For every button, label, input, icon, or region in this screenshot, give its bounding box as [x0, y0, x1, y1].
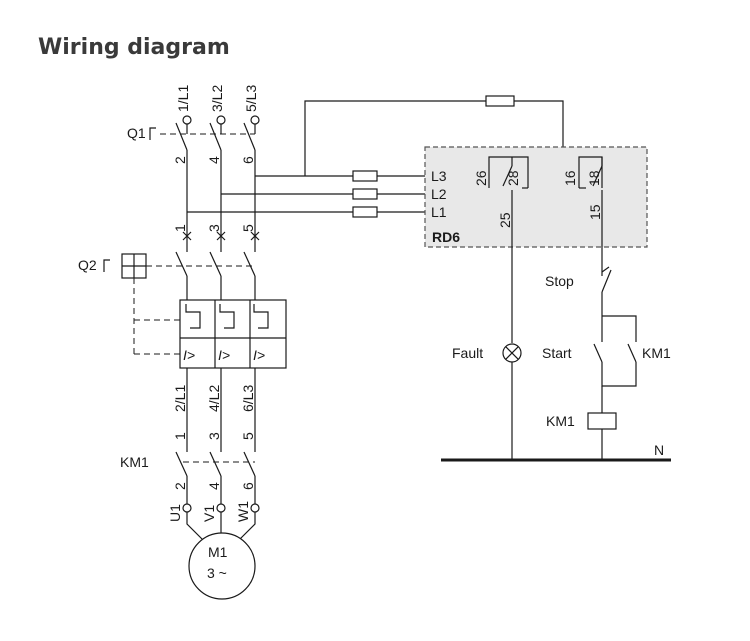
q2-motor-breaker: Q2 I> I> I> [78, 251, 287, 369]
terminal-label-5-l3: 5/L3 [243, 85, 259, 112]
km1-main-contacts: KM1 2 4 6 [120, 451, 256, 504]
q1-main-switch: Q1 2 4 6 [127, 122, 256, 164]
rd6-housing [424, 146, 648, 248]
km1-main-label: KM1 [120, 454, 149, 470]
overload-output-labels: 2/L1 4/L2 6/L3 1 3 5 [172, 385, 256, 440]
motor-terminal-v1: V1 [201, 505, 217, 522]
km1-coil [587, 412, 617, 430]
rd6-pin-25: 25 [497, 212, 513, 228]
q1-pin-2: 2 [172, 156, 188, 164]
motor-terminal-u1: U1 [167, 504, 183, 522]
km1-pin-6: 6 [240, 482, 256, 490]
control-circuit: Fault Stop Start KM1 KM1 N [441, 247, 671, 462]
rd6-pin-26: 26 [473, 170, 489, 186]
terminal-circle-l2 [216, 115, 226, 125]
q2-pin-3: 3 [206, 224, 222, 232]
km1-pin-4: 4 [206, 482, 222, 490]
rd6-relay: L3 L2 L1 RD6 26 28 25 16 18 15 [424, 146, 648, 248]
km1-pin-2: 2 [172, 482, 188, 490]
fuse-control [485, 95, 515, 107]
terminal-label-1-l1: 1/L1 [175, 85, 191, 112]
holding-contact-label: KM1 [642, 345, 671, 361]
rd6-input-l3: L3 [431, 168, 447, 184]
out-label-4-l2: 4/L2 [206, 385, 222, 412]
q1-blade-1 [175, 122, 188, 151]
neutral-label: N [654, 442, 664, 458]
rd6-input-l1: L1 [431, 204, 447, 220]
rd6-pin-16: 16 [562, 170, 578, 186]
terminal-circle-l1 [182, 115, 192, 125]
fuse-l3 [352, 170, 378, 182]
start-label: Start [542, 345, 572, 361]
q1-blade-3 [243, 122, 256, 151]
motor-circle [188, 532, 256, 600]
q1-pin-4: 4 [206, 156, 222, 164]
fault-label: Fault [452, 345, 483, 361]
out-label-2-l1: 2/L1 [172, 385, 188, 412]
supply-terminals: 1/L1 3/L2 5/L3 [175, 85, 260, 125]
q2-mark-1: I> [183, 347, 195, 363]
q2-label: Q2 [78, 257, 97, 273]
page-title: Wiring diagram [38, 35, 230, 60]
rd6-name: RD6 [432, 229, 460, 245]
motor-m1: M1 3 ~ [188, 532, 256, 600]
q1-blade-2 [209, 122, 222, 151]
q1-label: Q1 [127, 125, 146, 141]
motor-name: M1 [208, 544, 228, 560]
motor-phase: 3 ~ [207, 565, 227, 581]
coil-label: KM1 [546, 413, 575, 429]
stop-contact [601, 269, 612, 293]
q2-pin-5: 5 [240, 224, 256, 232]
km1-pin-3: 3 [206, 432, 222, 440]
q2-input-pins: 1 3 5 [172, 224, 260, 241]
rd6-phase-feeds [187, 95, 564, 218]
q2-mark-2: I> [218, 347, 230, 363]
q2-pin-1: 1 [172, 224, 188, 232]
km1-pin-5: 5 [240, 432, 256, 440]
rd6-input-l2: L2 [431, 186, 447, 202]
fuse-l1 [352, 206, 378, 218]
km1-holding-contact [627, 343, 637, 363]
motor-terminal-w1: W1 [235, 501, 251, 522]
start-contact [593, 343, 603, 363]
out-label-6-l3: 6/L3 [240, 385, 256, 412]
q2-mark-3: I> [253, 347, 265, 363]
rd6-pin-18: 18 [586, 170, 602, 186]
terminal-circle-l3 [250, 115, 260, 125]
motor-terminals: U1 V1 W1 [167, 501, 260, 543]
rd6-pin-15: 15 [587, 204, 603, 220]
q2-trip-unit [179, 299, 287, 369]
q1-pin-6: 6 [240, 156, 256, 164]
terminal-label-3-l2: 3/L2 [209, 85, 225, 112]
km1-pin-1: 1 [172, 432, 188, 440]
rd6-pin-28: 28 [505, 170, 521, 186]
fuse-l2 [352, 188, 378, 200]
stop-label: Stop [545, 273, 574, 289]
